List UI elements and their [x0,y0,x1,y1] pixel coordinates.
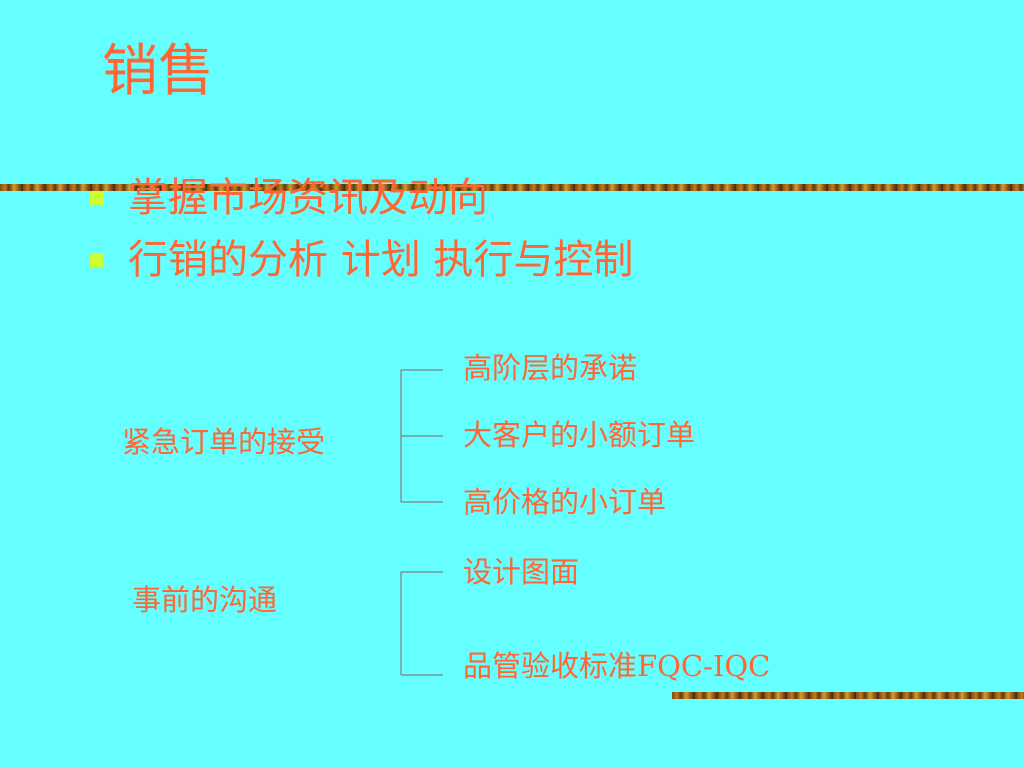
group-1-item-3: 高价格的小订单 [463,485,667,519]
bracket-connector-lines [400,369,443,676]
group-label-urgent-orders: 紧急订单的接受 [122,425,326,459]
group-label-prior-communication: 事前的沟通 [132,583,278,617]
group-1-item-1: 高阶层的承诺 [463,351,638,385]
group-1-item-2: 大客户的小额订单 [463,418,696,452]
group-2-item-1: 设计图面 [463,555,580,589]
bullet-item-2: 行销的分析 计划 执行与控制 [90,240,633,280]
group-2-item-2: 品管验收标准FQC-IQC [463,649,771,683]
bullet-square-icon [90,191,104,205]
bullet-text-1: 掌握市场资讯及动向 [128,175,488,221]
bullet-square-icon [90,253,104,267]
slide-title: 销售 [102,39,214,104]
bullet-item-1: 掌握市场资讯及动向 [90,178,488,218]
bullet-text-2: 行销的分析 计划 执行与控制 [128,237,634,283]
decorative-rule-top [0,184,1024,191]
decorative-rule-bottom [672,692,1024,699]
